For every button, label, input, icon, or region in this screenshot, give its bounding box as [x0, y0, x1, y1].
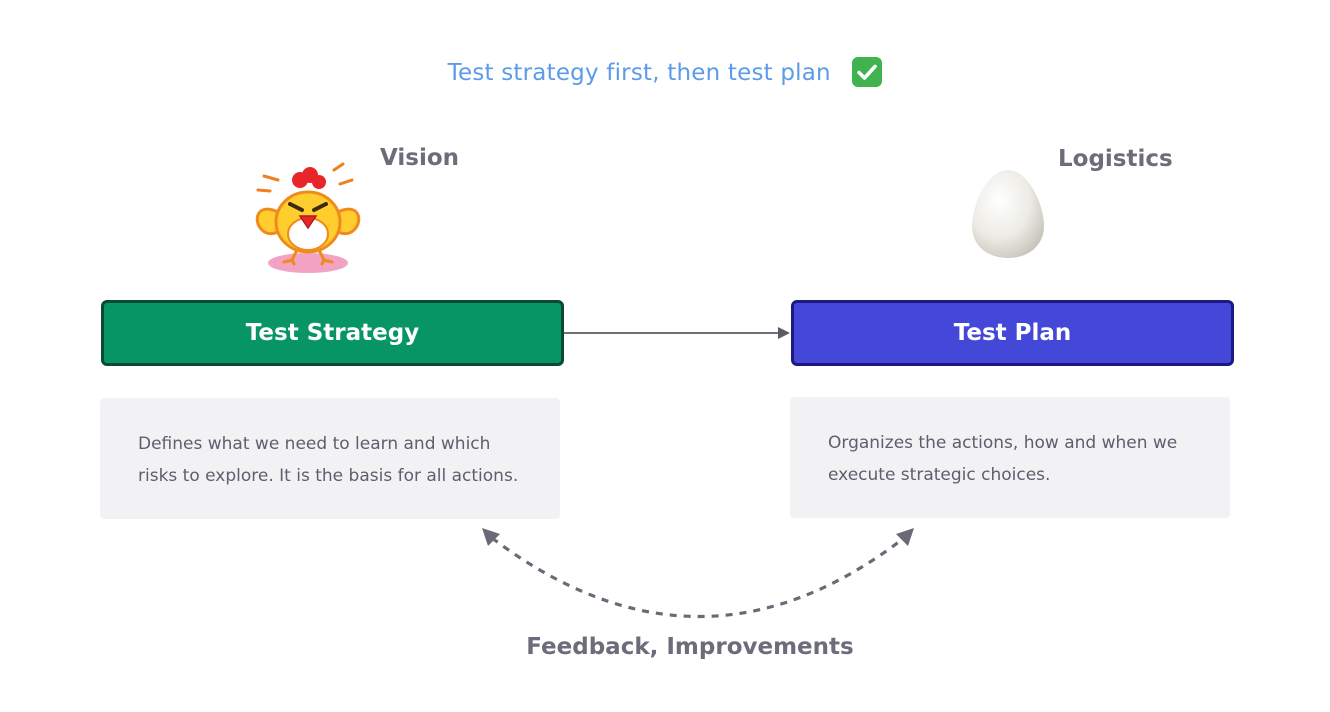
test-strategy-box: Test Strategy	[101, 300, 564, 366]
strategy-to-plan-arrow	[564, 327, 790, 339]
chicken-icon	[255, 162, 361, 273]
test-plan-label: Test Plan	[953, 320, 1072, 346]
headline-text: Test strategy first, then test plan	[447, 60, 831, 86]
feedback-loop-arrow	[482, 528, 914, 619]
egg-icon	[972, 170, 1044, 258]
headline: Test strategy first, then test plan	[0, 57, 1330, 88]
plan-description: Organizes the actions, how and when we e…	[828, 433, 1178, 485]
test-plan-box: Test Plan	[791, 300, 1234, 366]
strategy-description: Defines what we need to learn and which …	[138, 434, 519, 486]
strategy-caption: Vision	[380, 145, 460, 171]
strategy-description-card: Defines what we need to learn and which …	[100, 398, 560, 519]
plan-description-card: Organizes the actions, how and when we e…	[790, 397, 1230, 518]
plan-caption: Logistics	[1058, 146, 1173, 172]
feedback-label: Feedback, Improvements	[526, 634, 854, 660]
test-strategy-label: Test Strategy	[245, 320, 420, 346]
check-mark-icon	[852, 57, 883, 87]
